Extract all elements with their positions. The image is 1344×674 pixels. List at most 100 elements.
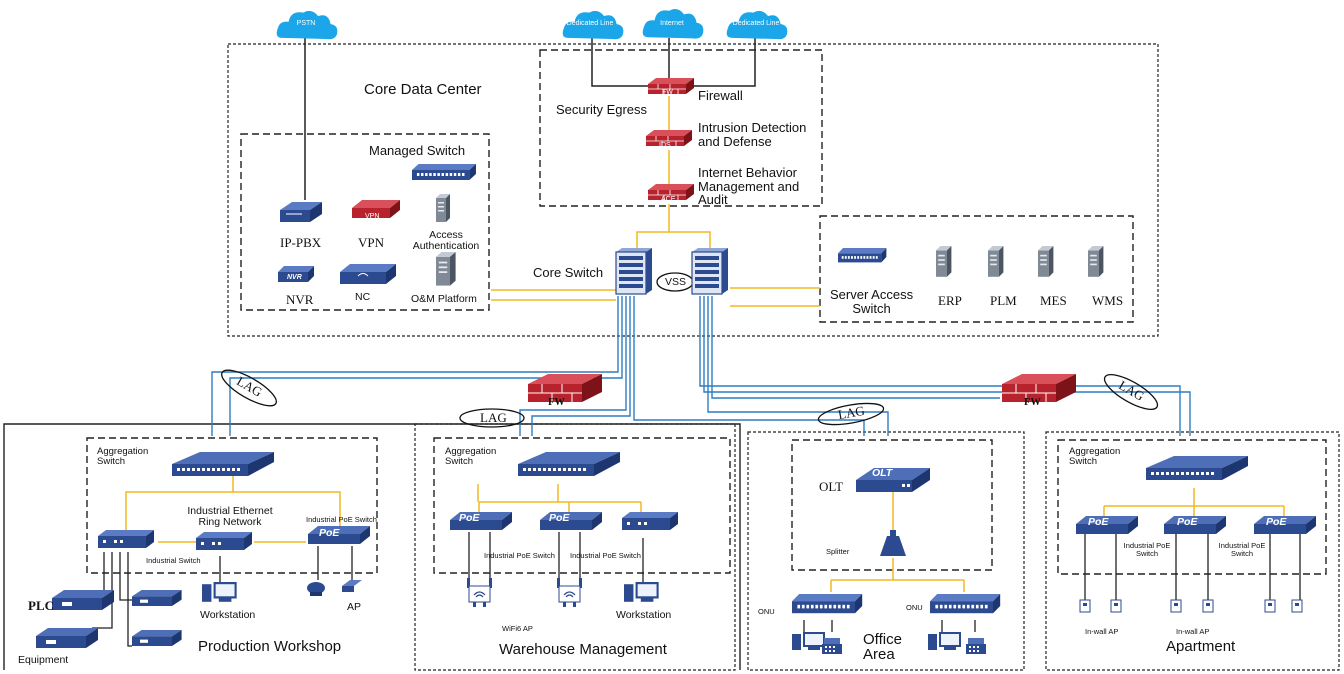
wh-poe-tag-2: PoE	[549, 512, 570, 524]
vpn-tag: VPN	[365, 213, 380, 220]
lag-ellipse-3	[817, 402, 885, 426]
ids-tag: IDS	[659, 142, 671, 149]
apt-agg-box	[1057, 439, 1327, 575]
om-platform-server-icon	[436, 252, 456, 286]
security-egress-label: Security Egress	[556, 102, 648, 117]
onu-1-icon	[792, 594, 863, 614]
nc-icon	[340, 264, 396, 284]
office-box	[747, 431, 1025, 671]
apt-poe-switch-1-label: Industrial PoE Switch	[1123, 541, 1171, 558]
olt-icon	[856, 468, 930, 492]
office-phone-1-icon	[822, 638, 842, 654]
server-access-label: Server Access Switch	[830, 287, 914, 316]
access-auth-label: Access Authentication	[412, 229, 480, 253]
mes-server-icon	[1038, 246, 1054, 277]
nvr-label: NVR	[286, 292, 314, 307]
equipment-label: Equipment	[18, 654, 69, 666]
ip-pbx-label: IP-PBX	[280, 235, 322, 250]
managed-switch-icon	[412, 164, 476, 180]
prod-poe-tag: PoE	[319, 527, 340, 539]
camera-icon	[307, 582, 325, 596]
apt-aggregation-label: Aggregation Switch	[1069, 446, 1121, 467]
prod-poe-switch-label: Industrial PoE Switch	[306, 515, 377, 524]
prod-ap-label: AP	[347, 601, 362, 613]
office-inner-box	[791, 439, 993, 571]
prod-workstation-label: Workstation	[200, 609, 256, 621]
apt-poe-tag-3: PoE	[1266, 516, 1287, 528]
managed-switch-box	[240, 133, 490, 311]
lag-label-2: LAG	[480, 410, 507, 425]
dedicated-line-right-label: Dedicated Line	[732, 20, 780, 27]
inwall-ap-5-icon	[1264, 599, 1276, 613]
managed-switch-label: Managed Switch	[369, 143, 466, 158]
inwall-ap-1-label: In-wall AP	[1085, 627, 1119, 636]
pstn-label: PSTN	[296, 20, 316, 27]
wh-aggregation-label: Aggregation Switch	[445, 446, 497, 467]
prod-workstation-icon	[202, 582, 237, 602]
apartment-box	[1045, 431, 1340, 671]
equipment-1-icon	[36, 628, 98, 648]
wh-poe-tag-1: PoE	[459, 512, 480, 524]
access-authentication-server-icon	[436, 194, 450, 222]
inwall-ap-3-icon	[1170, 599, 1182, 613]
onu-2-icon	[930, 594, 1001, 614]
equipment-2-icon	[132, 630, 182, 646]
office-phone-2-icon	[966, 638, 986, 654]
ring-network-label: Industrial Ethernet Ring Network	[187, 505, 273, 529]
prod-aggregation-switch-icon	[172, 452, 274, 476]
inwall-ap-2-label: In-wall AP	[1176, 627, 1210, 636]
wh-workstation-icon	[624, 582, 659, 602]
olt-label: OLT	[819, 479, 844, 494]
office-pc-1-icon	[792, 632, 825, 650]
core-switch-right-icon	[691, 247, 729, 295]
nc-label: NC	[355, 291, 371, 303]
ibma-label: Internet Behavior Management and Audit	[698, 165, 800, 208]
link-fw-1-label: FW	[548, 397, 565, 408]
vpn-icon	[352, 200, 400, 218]
lag-ellipse-1	[221, 369, 277, 407]
inwall-ap-2-icon	[1110, 599, 1122, 613]
wifi6-ap-2-icon	[556, 577, 583, 608]
plc-2-icon	[132, 590, 182, 606]
office-pc-2-icon	[928, 632, 961, 650]
ace-tag: ACE	[661, 196, 676, 203]
inwall-ap-1-icon	[1079, 599, 1091, 613]
core-data-center-title: Core Data Center	[364, 81, 482, 98]
plc-1-icon	[52, 590, 114, 610]
wms-server-icon	[1088, 246, 1104, 277]
wifi6-ap-label: WiFi6 AP	[502, 624, 533, 633]
wifi6-ap-1-icon	[466, 577, 493, 608]
om-platform-label: O&M Platform	[411, 293, 477, 305]
core-switch-label: Core Switch	[533, 265, 604, 280]
idps-label: Intrusion Detection and Defense	[698, 120, 807, 149]
inwall-ap-6-icon	[1291, 599, 1303, 613]
onu-2-label: ONU	[906, 603, 923, 612]
fw-tag: FW	[662, 89, 673, 96]
industrial-switch-2-icon	[196, 532, 252, 550]
wh-poe-switch-1-label: Industrial PoE Switch	[484, 551, 555, 560]
warehouse-title: Warehouse Management	[499, 641, 667, 658]
erp-label: ERP	[938, 293, 962, 308]
apt-poe-switch-2-label: Industrial PoE Switch	[1218, 541, 1266, 558]
onu-1-label: ONU	[758, 607, 775, 616]
server-access-box	[819, 215, 1134, 323]
apt-poe-tag-1: PoE	[1088, 516, 1109, 528]
wh-switch-3-icon	[622, 512, 678, 530]
server-access-switch-icon	[838, 248, 887, 263]
inwall-ap-4-icon	[1202, 599, 1214, 613]
lag-ellipse-4	[1103, 374, 1159, 410]
dedicated-line-left-label: Dedicated Line	[566, 20, 614, 27]
plm-server-icon	[988, 246, 1004, 277]
nvr-tag: NVR	[287, 274, 302, 281]
nvr-icon	[278, 266, 314, 282]
prod-agg-box	[86, 437, 378, 574]
core-switch-left-icon	[615, 247, 653, 295]
olt-tag: OLT	[872, 467, 893, 479]
wh-poe-switch-2-label: Industrial PoE Switch	[570, 551, 641, 560]
wms-label: WMS	[1092, 293, 1124, 308]
erp-server-icon	[936, 246, 952, 277]
office-area-title: Office Area	[863, 631, 902, 663]
prod-ap-icon	[342, 580, 362, 592]
mes-label: MES	[1040, 293, 1067, 308]
